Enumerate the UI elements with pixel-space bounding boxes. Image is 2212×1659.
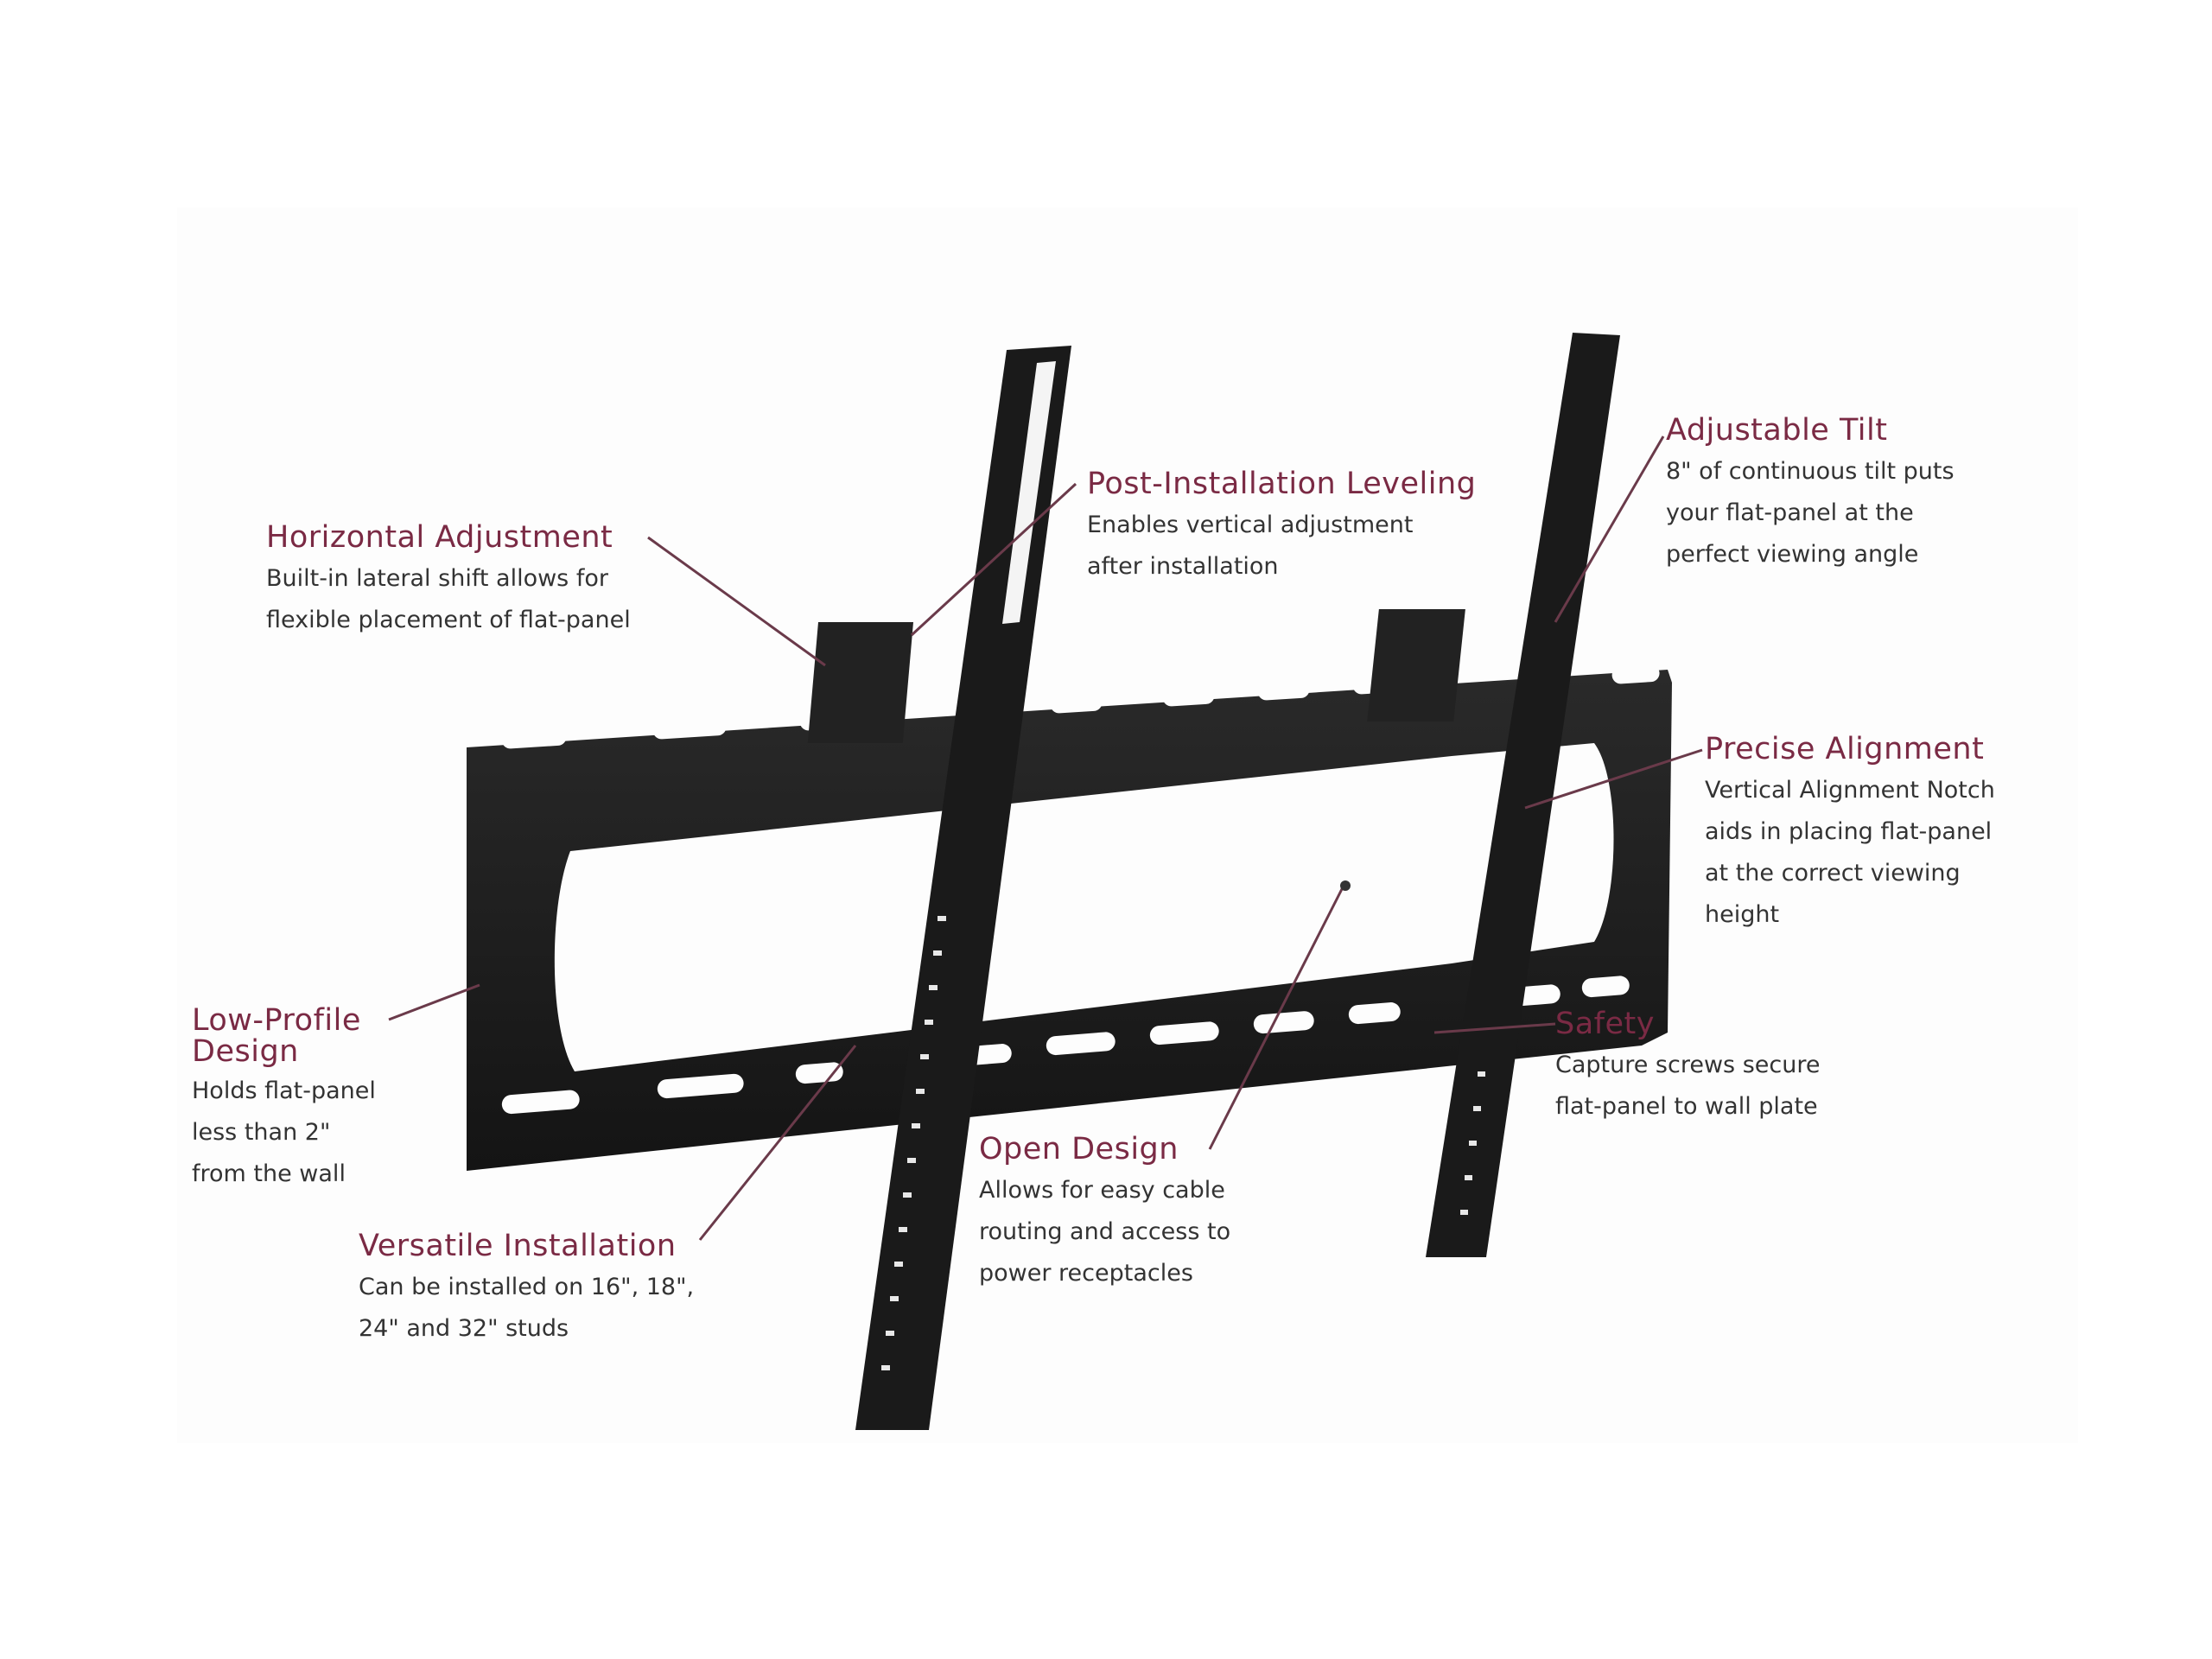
callout-desc-line: less than 2" (192, 1119, 331, 1146)
leader-post-installation-leveling (910, 482, 1077, 637)
leader-horizontal-adjustment (647, 536, 826, 667)
bottom-rail-slots (501, 976, 1630, 1115)
left-arm-adjustment-holes (881, 916, 946, 1370)
leader-precise-alignment (1524, 748, 1703, 810)
callout-desc-line: 8" of continuous tilt puts (1666, 458, 1955, 485)
callout-title: Adjustable Tilt (1666, 413, 1888, 448)
leader-versatile-installation (698, 1045, 857, 1241)
callout-title: Horizontal Adjustment (266, 520, 613, 555)
left-tilt-arm (807, 346, 1071, 1430)
callout-title-line: Low-Profile (192, 1003, 361, 1038)
leader-open-design (1208, 885, 1345, 1150)
callout-desc-line: your flat-panel at the (1666, 499, 1914, 526)
leader-low-profile-design (388, 983, 480, 1021)
right-tilt-arm (1367, 333, 1620, 1257)
callout-title: Safety (1555, 1007, 1655, 1041)
callout-desc-line: Capture screws secure (1555, 1052, 1821, 1078)
callout-title: Open Design (979, 1132, 1179, 1166)
callout-desc-line: at the correct viewing (1705, 860, 1961, 887)
callout-title: Precise Alignment (1705, 732, 1985, 766)
callout-title-line: Design (192, 1034, 299, 1069)
callout-desc-line: aids in placing flat-panel (1705, 818, 1993, 845)
callout-safety: Safety Capture screws secure flat-panel … (1555, 1007, 1820, 1128)
callout-desc-line: flat-panel to wall plate (1555, 1093, 1818, 1120)
callout-title: Post-Installation Leveling (1087, 467, 1477, 501)
open-design-marker-dot (1340, 880, 1351, 891)
callout-desc-line: 24" and 32" studs (359, 1315, 569, 1342)
callout-desc-line: Built-in lateral shift allows for (266, 565, 608, 592)
callout-desc-line: from the wall (192, 1160, 346, 1187)
callout-horizontal-adjustment: Horizontal Adjustment Built-in lateral s… (266, 520, 631, 641)
callout-desc-line: height (1705, 901, 1780, 928)
right-arm-adjustment-holes (1460, 1071, 1485, 1215)
leader-adjustable-tilt (1554, 435, 1665, 623)
callout-desc-line: Vertical Alignment Notch (1705, 777, 1995, 804)
callout-desc-line: Allows for easy cable (979, 1177, 1225, 1204)
callout-versatile-installation: Versatile Installation Can be installed … (359, 1229, 694, 1350)
callout-desc-line: power receptacles (979, 1260, 1193, 1287)
callout-desc-line: Enables vertical adjustment (1087, 512, 1414, 538)
callout-precise-alignment: Precise Alignment Vertical Alignment Not… (1705, 732, 1995, 936)
callout-leader-lines (388, 435, 1703, 1241)
wall-plate (467, 664, 1672, 1171)
callout-adjustable-tilt: Adjustable Tilt 8" of continuous tilt pu… (1666, 413, 1955, 575)
callout-open-design: Open Design Allows for easy cable routin… (979, 1132, 1230, 1294)
callout-desc-line: perfect viewing angle (1666, 541, 1919, 568)
callout-desc-line: Holds flat-panel (192, 1077, 376, 1104)
callout-title: Versatile Installation (359, 1229, 677, 1263)
callout-desc-line: flexible placement of flat-panel (266, 607, 631, 633)
callout-low-profile-design: Low-Profile Design Holds flat-panel less… (192, 1005, 376, 1195)
callout-post-installation-leveling: Post-Installation Leveling Enables verti… (1087, 467, 1476, 588)
leader-safety (1433, 1022, 1556, 1034)
callout-desc-line: after installation (1087, 553, 1279, 580)
callout-desc-line: routing and access to (979, 1218, 1231, 1245)
callout-desc-line: Can be installed on 16", 18", (359, 1274, 695, 1300)
